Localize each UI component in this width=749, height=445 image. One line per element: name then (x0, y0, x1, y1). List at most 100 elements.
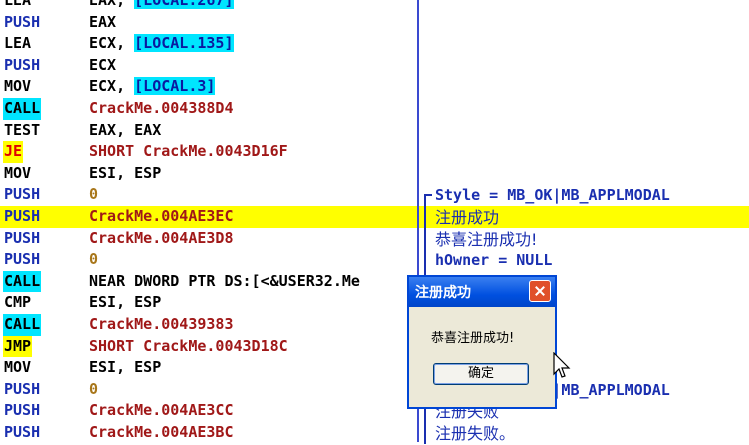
code-row[interactable]: CALL CrackMe.004388D4 (0, 98, 420, 120)
instruction-operands: ESI, ESP (89, 292, 161, 314)
operand-text: ECX (89, 55, 117, 74)
code-row[interactable]: MOV ESI, ESP (0, 357, 420, 379)
instruction-operands: ESI, ESP (89, 357, 161, 379)
local-variable-ref: [LOCAL.267] (134, 0, 234, 9)
operand-text: CrackMe.004AE3BC (89, 423, 234, 441)
instruction-mnemonic: MOV (4, 77, 32, 96)
instruction-mnemonic: TEST (4, 120, 41, 139)
instruction-operands: SHORT CrackMe.0043D18C (89, 336, 288, 358)
code-row[interactable]: JMP SHORT CrackMe.0043D18C (0, 335, 420, 358)
code-row[interactable]: PUSH 0 (0, 184, 420, 206)
operand-text: CrackMe.004AE3EC (89, 207, 234, 225)
operand-text: CrackMe.004AE3CC (89, 401, 234, 420)
code-row[interactable]: TEST EAX, EAX (0, 120, 420, 142)
instruction-mnemonic: LEA (4, 0, 32, 9)
operand-text: ESI, ESP (89, 163, 162, 182)
instruction-mnemonic: CALL (3, 270, 42, 293)
operand-text: SHORT CrackMe.0043D18C (89, 336, 288, 355)
pane-divider[interactable] (417, 0, 419, 442)
comment-text: 注册成功 (435, 208, 500, 227)
code-row[interactable]: PUSH CrackMe.004AE3D8 (0, 228, 420, 250)
local-variable-ref: [LOCAL.3] (134, 77, 216, 96)
mouse-cursor-icon (553, 352, 571, 378)
comment-text: hOwner = NULL (435, 251, 553, 270)
operand-text: ECX, (89, 34, 135, 53)
instruction-mnemonic: LEA (4, 34, 32, 53)
operand-text: ESI, ESP (89, 293, 162, 312)
comment-text: 注册失败。 (435, 424, 516, 443)
instruction-mnemonic: CALL (3, 98, 42, 120)
instruction-mnemonic: PUSH (4, 55, 41, 74)
operand-text: NEAR DWORD PTR DS:[<&USER32.Me (89, 271, 360, 290)
message-box-text: 恭喜注册成功! (431, 331, 515, 346)
instruction-operands: SHORT CrackMe.0043D16F (89, 141, 288, 163)
operand-text: CrackMe.00439383 (89, 315, 234, 333)
instruction-mnemonic: CALL (3, 314, 42, 336)
code-row[interactable]: CALL CrackMe.00439383 (0, 314, 420, 336)
instruction-mnemonic: CMP (4, 293, 32, 312)
instruction-mnemonic: JMP (3, 335, 33, 358)
code-row[interactable]: PUSH CrackMe.004AE3EC (0, 206, 749, 228)
operand-text: 0 (89, 250, 99, 269)
instruction-operands: ECX, [LOCAL.3] (89, 76, 216, 98)
code-row[interactable]: PUSH 0 (0, 379, 420, 401)
instruction-operands: 0 (89, 379, 98, 401)
code-row[interactable]: PUSH CrackMe.004AE3BC (0, 422, 420, 444)
message-box-titlebar[interactable]: 注册成功 (409, 277, 555, 307)
comment-text: 恭喜注册成功! (435, 229, 538, 249)
code-row[interactable]: MOV ESI, ESP (0, 163, 420, 185)
instruction-operands: EAX, EAX (89, 120, 161, 142)
ok-button[interactable]: 确定 (433, 363, 529, 385)
instruction-mnemonic: PUSH (4, 250, 41, 269)
instruction-mnemonic: JE (3, 141, 24, 163)
code-row[interactable]: PUSH 0 (0, 249, 420, 271)
local-variable-ref: [LOCAL.135] (134, 34, 234, 53)
instruction-operands: 0 (89, 184, 98, 206)
code-row[interactable]: JE SHORT CrackMe.0043D16F (0, 141, 420, 163)
instruction-mnemonic: PUSH (4, 401, 41, 420)
instruction-operands: ECX (89, 55, 116, 77)
instruction-operands: NEAR DWORD PTR DS:[<&USER32.Me (89, 271, 360, 293)
operand-text: EAX (89, 12, 117, 31)
instruction-mnemonic: PUSH (4, 379, 41, 398)
code-row[interactable]: PUSH EAX (0, 12, 420, 34)
operand-text: ECX, (89, 77, 135, 96)
comment-text: Style = MB_OK|MB_APPLMODAL (435, 186, 670, 205)
operand-text: 0 (89, 185, 99, 204)
code-row[interactable]: LEA ECX, [LOCAL.135] (0, 33, 420, 55)
operand-text: ESI, ESP (89, 358, 162, 377)
code-row[interactable]: CALL NEAR DWORD PTR DS:[<&USER32.Me (0, 270, 420, 293)
message-box: 注册成功 恭喜注册成功! 确定 (407, 275, 557, 409)
instruction-operands: CrackMe.004AE3CC (89, 400, 234, 422)
instruction-operands: EAX (89, 12, 116, 34)
instruction-operands: CrackMe.004AE3EC (89, 206, 234, 228)
instruction-mnemonic: PUSH (4, 228, 41, 247)
operand-text: EAX, EAX (89, 120, 162, 139)
instruction-mnemonic: PUSH (4, 185, 41, 204)
code-row[interactable]: PUSH ECX (0, 55, 420, 77)
instruction-operands: 0 (89, 249, 98, 271)
operand-text: 0 (89, 379, 99, 398)
code-row[interactable]: MOV ECX, [LOCAL.3] (0, 76, 420, 98)
instruction-mnemonic: MOV (4, 163, 32, 182)
instruction-mnemonic: PUSH (4, 12, 41, 31)
instruction-operands: CrackMe.004AE3D8 (89, 228, 234, 250)
close-icon[interactable] (529, 280, 551, 302)
operand-text: EAX, (89, 0, 135, 9)
operand-text: SHORT CrackMe.0043D16F (89, 142, 288, 161)
instruction-operands: CrackMe.00439383 (89, 314, 234, 336)
message-box-title: 注册成功 (415, 285, 471, 301)
instruction-operands: ESI, ESP (89, 163, 161, 185)
code-row[interactable]: PUSH CrackMe.004AE3CC (0, 400, 420, 422)
code-row[interactable]: CMP ESI, ESP (0, 292, 420, 314)
code-row[interactable]: LEA EAX, [LOCAL.267] (0, 0, 420, 12)
instruction-operands: CrackMe.004388D4 (89, 98, 234, 120)
instruction-mnemonic: PUSH (4, 207, 41, 225)
instruction-operands: CrackMe.004AE3BC (89, 422, 234, 444)
instruction-operands: ECX, [LOCAL.135] (89, 33, 234, 55)
instruction-mnemonic: PUSH (4, 423, 41, 441)
instruction-mnemonic: MOV (4, 358, 32, 377)
operand-text: CrackMe.004388D4 (89, 99, 234, 117)
instruction-operands: EAX, [LOCAL.267] (89, 0, 234, 12)
